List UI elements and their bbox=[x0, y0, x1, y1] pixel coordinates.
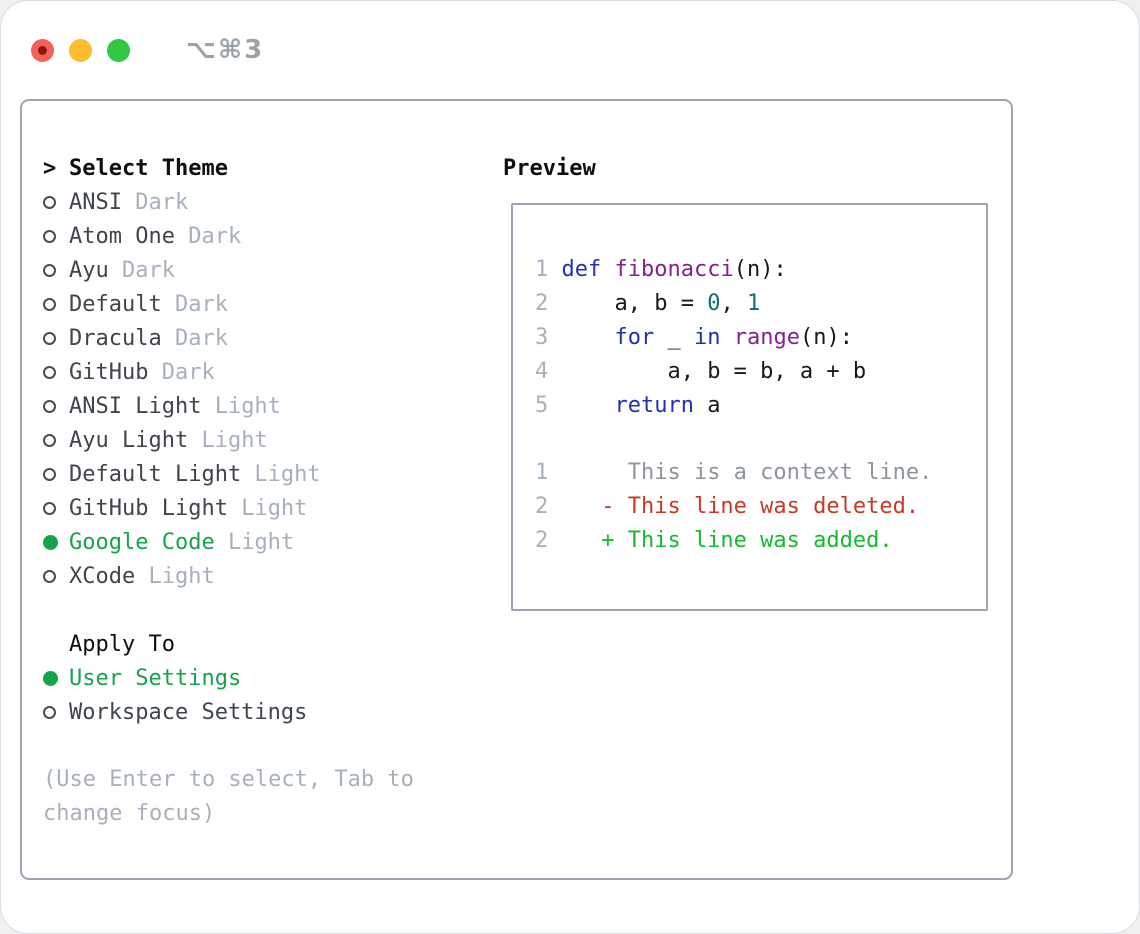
theme-name: Default Light bbox=[69, 461, 242, 487]
theme-option-google-code[interactable]: Google Code Light bbox=[43, 525, 503, 559]
theme-variant-tag: Light bbox=[214, 529, 295, 555]
line-number: 4 bbox=[535, 359, 562, 384]
theme-name: Dracula bbox=[69, 325, 162, 351]
theme-option-ansi-light[interactable]: ANSI Light Light bbox=[43, 389, 503, 423]
theme-option-default[interactable]: Default Dark bbox=[43, 287, 503, 321]
radio-icon bbox=[43, 569, 56, 583]
select-theme-header: > Select Theme bbox=[43, 151, 503, 185]
theme-name: XCode bbox=[69, 563, 136, 589]
code-line: 2 a, b = 0, 1 bbox=[535, 291, 761, 316]
diff-text: This is a context line. bbox=[548, 460, 933, 485]
spacer bbox=[43, 729, 503, 763]
apply-to-title: Apply To bbox=[69, 631, 175, 657]
close-dot-icon bbox=[38, 45, 47, 55]
spacer bbox=[535, 423, 986, 456]
theme-variant-tag: Light bbox=[227, 495, 308, 521]
theme-name: Atom One bbox=[69, 223, 175, 249]
line-number: 1 bbox=[535, 257, 562, 282]
apply-option-user-settings[interactable]: User Settings bbox=[43, 661, 503, 695]
theme-variant-tag: Dark bbox=[108, 257, 175, 283]
radio-icon bbox=[43, 263, 56, 277]
radio-icon bbox=[43, 433, 56, 447]
radio-icon bbox=[43, 365, 56, 379]
code-line: 5 return a bbox=[535, 393, 721, 418]
preview-box: 1 def fibonacci(n): 2 a, b = 0, 1 3 for _ … bbox=[511, 203, 988, 611]
line-number: 1 bbox=[535, 460, 549, 485]
prompt-caret: > bbox=[43, 155, 57, 181]
theme-option-ayu[interactable]: Ayu Dark bbox=[43, 253, 503, 287]
theme-option-ayu-light[interactable]: Ayu Light Light bbox=[43, 423, 503, 457]
maximize-button[interactable] bbox=[107, 38, 130, 62]
spacer bbox=[43, 593, 503, 627]
radio-icon bbox=[43, 229, 56, 243]
theme-name: Default bbox=[69, 291, 162, 317]
theme-option-ansi[interactable]: ANSI Dark bbox=[43, 185, 503, 219]
apply-to-header: Apply To bbox=[43, 627, 503, 661]
preview-title: Preview bbox=[503, 155, 596, 181]
titlebar: ⌥⌘3 bbox=[1, 1, 1139, 99]
preview-header: Preview bbox=[503, 151, 1003, 185]
radio-icon bbox=[43, 331, 56, 345]
window-shortcut-label: ⌥⌘3 bbox=[186, 35, 265, 65]
theme-name: GitHub Light bbox=[69, 495, 228, 521]
radio-icon bbox=[43, 501, 56, 515]
theme-name: GitHub bbox=[69, 359, 149, 385]
diff-text: - This line was deleted. bbox=[548, 494, 920, 519]
radio-selected-icon bbox=[43, 670, 58, 686]
theme-name: Ayu Light bbox=[69, 427, 189, 453]
line-number: 2 bbox=[535, 494, 549, 519]
hint-text: (Use Enter to select, Tab to change focu… bbox=[43, 767, 428, 826]
theme-name: ANSI Light bbox=[69, 393, 202, 419]
code-line: 1 def fibonacci(n): bbox=[535, 257, 787, 282]
apply-option-label: Workspace Settings bbox=[69, 699, 308, 725]
radio-icon bbox=[43, 467, 56, 481]
preview-pane: Preview 1 def fibonacci(n): 2 a, b = 0, 1… bbox=[503, 151, 1003, 878]
line-number: 3 bbox=[535, 325, 562, 350]
radio-selected-icon bbox=[43, 534, 58, 550]
radio-icon bbox=[43, 195, 56, 209]
theme-variant-tag: Dark bbox=[174, 223, 242, 249]
diff-line-context: 1 This is a context line. bbox=[535, 456, 986, 490]
diff-text: + This line was added. bbox=[548, 528, 893, 553]
code-line: 3 for _ in range(n): bbox=[535, 325, 853, 350]
code-line: 4 a, b = b, a + b bbox=[535, 359, 867, 384]
radio-icon bbox=[43, 705, 56, 719]
radio-icon bbox=[43, 399, 56, 413]
theme-option-github[interactable]: GitHub Dark bbox=[43, 355, 503, 389]
theme-variant-tag: Light bbox=[241, 461, 321, 487]
theme-variant-tag: Dark bbox=[161, 291, 228, 317]
theme-variant-tag: Dark bbox=[121, 189, 189, 215]
theme-variant-tag: Light bbox=[135, 563, 215, 589]
theme-variant-tag: Dark bbox=[148, 359, 215, 385]
line-number: 2 bbox=[535, 291, 562, 316]
theme-option-github-light[interactable]: GitHub Light Light bbox=[43, 491, 503, 525]
diff-line-added: 2 + This line was added. bbox=[535, 524, 986, 558]
theme-option-atom-one[interactable]: Atom One Dark bbox=[43, 219, 503, 253]
theme-name: ANSI bbox=[69, 189, 122, 215]
diff-line-deleted: 2 - This line was deleted. bbox=[535, 490, 986, 524]
theme-name: Ayu bbox=[69, 257, 109, 283]
theme-option-xcode[interactable]: XCode Light bbox=[43, 559, 503, 593]
radio-icon bbox=[43, 297, 56, 311]
line-number: 5 bbox=[535, 393, 562, 418]
theme-variant-tag: Dark bbox=[161, 325, 228, 351]
theme-option-default-light[interactable]: Default Light Light bbox=[43, 457, 503, 491]
select-theme-title: Select Theme bbox=[69, 155, 228, 181]
theme-option-dracula[interactable]: Dracula Dark bbox=[43, 321, 503, 355]
line-number: 2 bbox=[535, 528, 549, 553]
theme-variant-tag: Light bbox=[201, 393, 281, 419]
theme-name: Google Code bbox=[69, 529, 215, 555]
apply-option-workspace-settings[interactable]: Workspace Settings bbox=[43, 695, 503, 729]
theme-variant-tag: Light bbox=[188, 427, 268, 453]
minimize-button[interactable] bbox=[69, 38, 92, 62]
close-button[interactable] bbox=[31, 38, 54, 62]
code-preview: 1 def fibonacci(n): 2 a, b = 0, 1 3 for _ … bbox=[535, 253, 986, 423]
apply-option-label: User Settings bbox=[69, 665, 242, 691]
diff-preview: 1 This is a context line.2 - This line w… bbox=[535, 456, 986, 558]
